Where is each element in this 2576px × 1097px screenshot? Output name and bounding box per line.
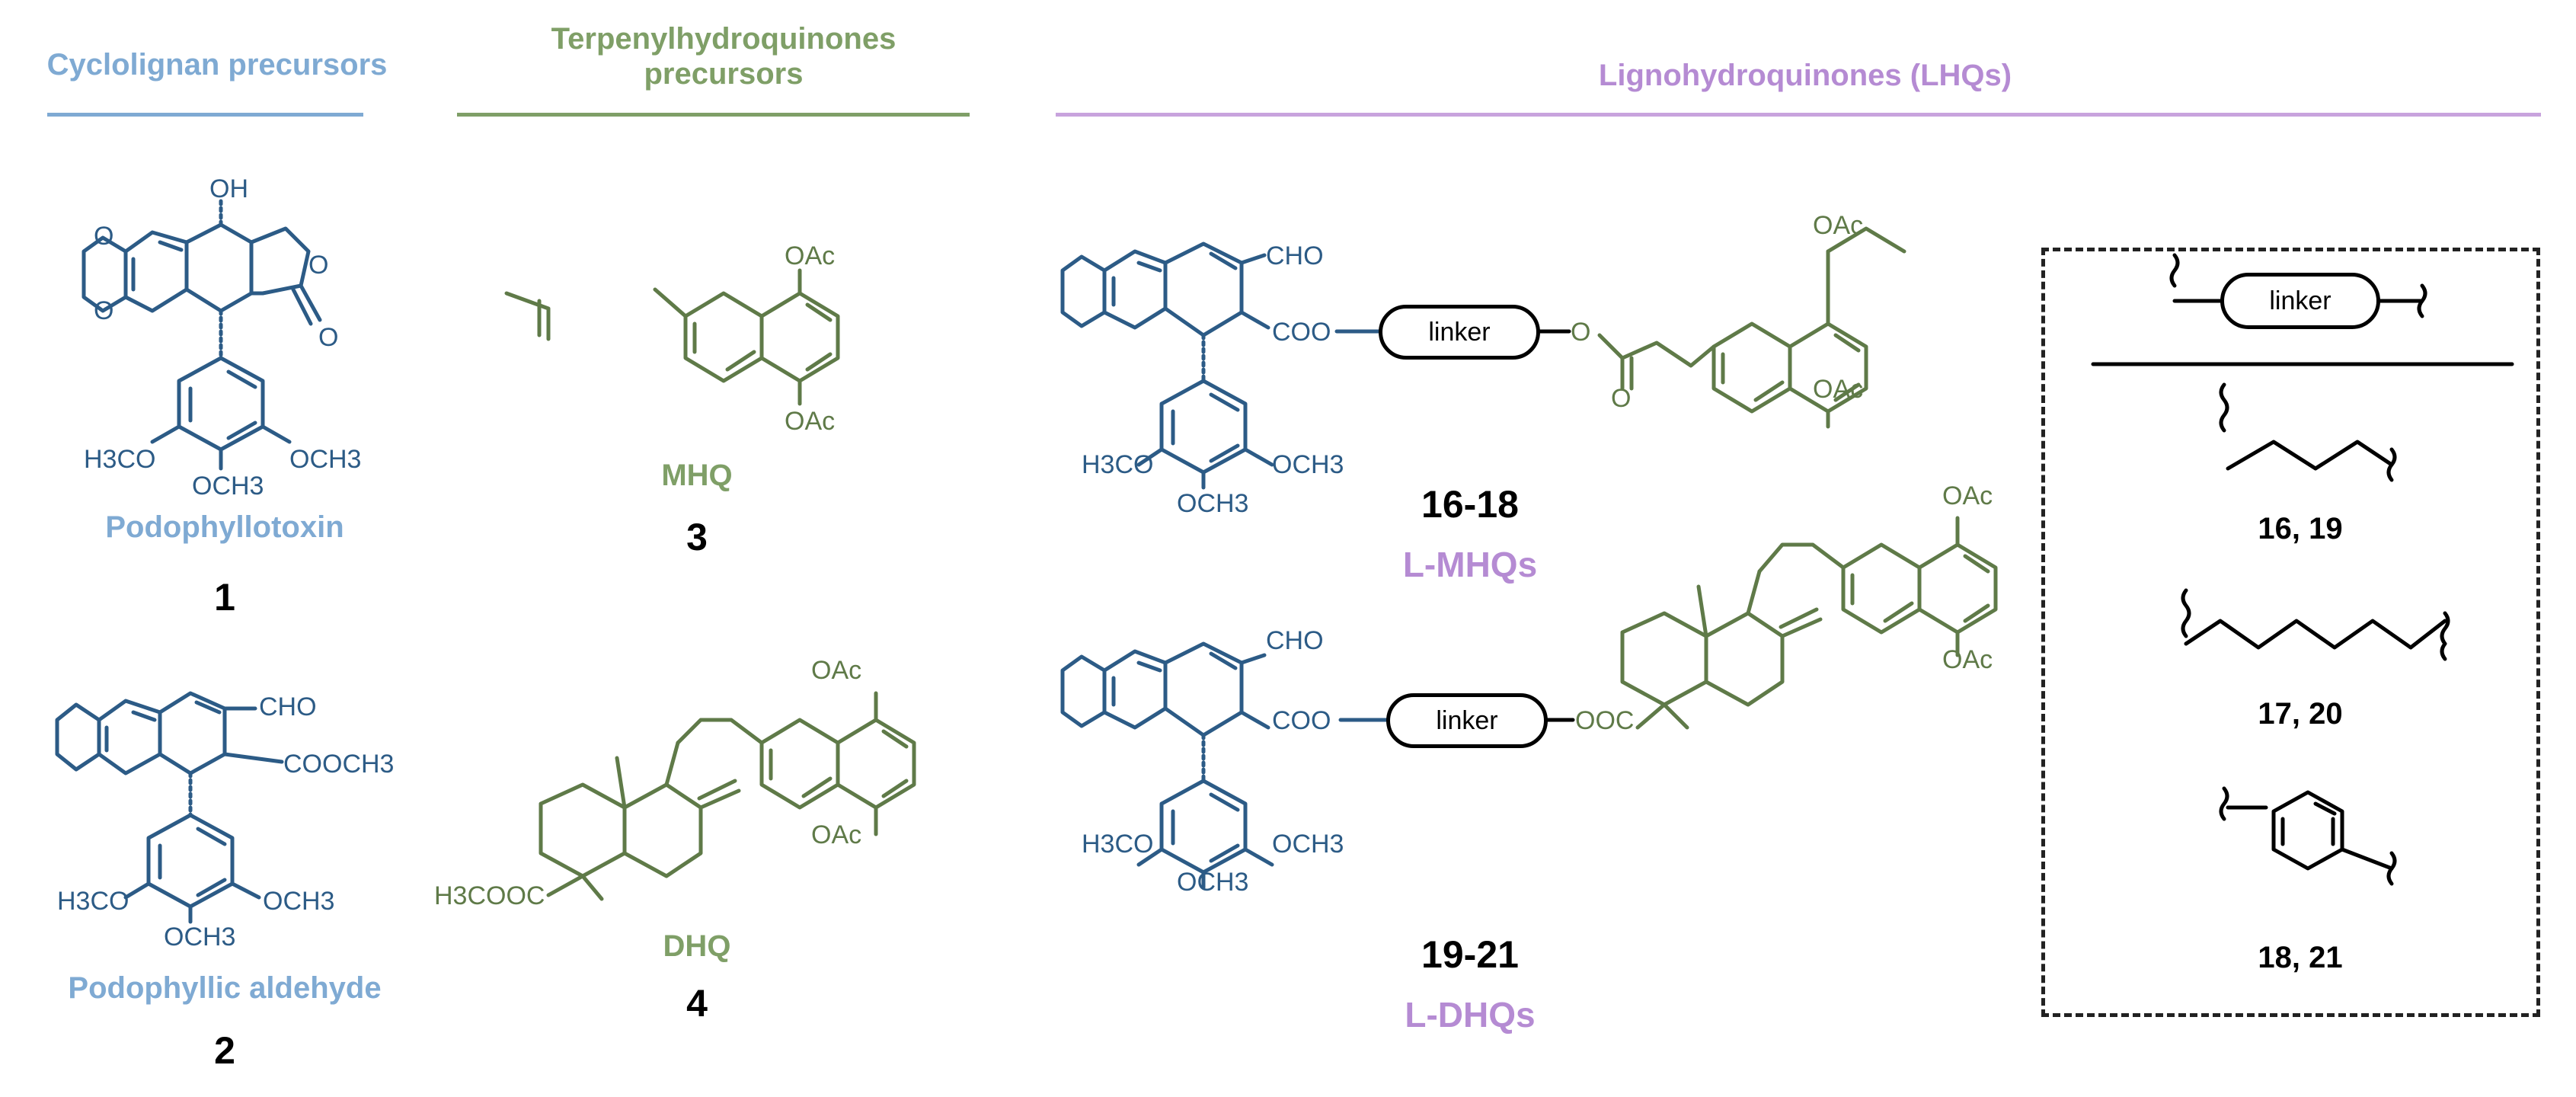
lmhq-oac-top-label: OAc <box>1813 211 1864 240</box>
c4-name: DHQ <box>663 929 731 963</box>
linker-legend-drawing <box>2091 253 2514 886</box>
header-terpenyl-line2: precursors <box>644 57 804 91</box>
lmhq-number: 16-18 <box>1421 483 1519 526</box>
lmhq-structure <box>1060 226 1906 490</box>
c1-oh-label: OH <box>209 174 248 203</box>
mhq-structure <box>504 268 840 406</box>
c3-oac-top-label: OAc <box>785 241 836 270</box>
ldhq-linker-pill: linker <box>1386 693 1548 748</box>
lmhq-oac-bottom-label: OAc <box>1813 375 1864 404</box>
header-terpenyl: Terpenylhydroquinones precursors <box>457 21 990 91</box>
lmhq-och3-right-label: OCH3 <box>1272 450 1344 479</box>
c2-h3co-label: H3CO <box>57 887 129 916</box>
lmhq-ester-o-label: O <box>1571 318 1591 347</box>
c3-number: 3 <box>686 516 708 558</box>
linker-legend-box <box>2041 248 2540 1017</box>
lmhq-h3co-label: H3CO <box>1082 450 1154 479</box>
c1-h3co-label: H3CO <box>84 445 156 474</box>
c1-o3-label: O <box>308 251 329 280</box>
c1-o4-label: O <box>318 323 339 352</box>
legend-entry-1: 16, 19 <box>2258 512 2343 545</box>
c1-o2-label: O <box>94 296 114 325</box>
c1-o1-label: O <box>94 222 114 251</box>
c3-oac-bottom-label: OAc <box>785 407 836 436</box>
c3-name: MHQ <box>661 459 733 492</box>
ldhq-coo-label: COO <box>1272 706 1331 735</box>
c2-cho-label: CHO <box>259 692 317 721</box>
header-terpenyl-line1: Terpenylhydroquinones <box>551 22 896 56</box>
ldhq-name: L-DHQs <box>1405 995 1536 1035</box>
lmhq-cho-label: CHO <box>1266 241 1324 270</box>
ldhq-structure <box>1060 516 1998 890</box>
lmhq-name: L-MHQs <box>1402 545 1538 584</box>
c2-number: 2 <box>214 1029 235 1072</box>
rule-lhq <box>1056 113 2541 117</box>
lmhq-och3-bottom-label: OCH3 <box>1177 489 1249 518</box>
c4-number: 4 <box>686 982 708 1025</box>
c1-och3-right-label: OCH3 <box>289 445 362 474</box>
c4-oac-bottom-label: OAc <box>811 820 862 849</box>
dhq-structure <box>539 691 916 901</box>
ldhq-number: 19-21 <box>1421 933 1519 976</box>
legend-linker-pill: linker <box>2220 273 2380 329</box>
ldhq-oac-top-label: OAc <box>1942 481 1993 510</box>
legend-entry-2: 17, 20 <box>2258 697 2343 731</box>
podophyllotoxin-structure <box>81 197 322 471</box>
ldhq-cho-label: CHO <box>1266 626 1324 655</box>
lmhq-carbonyl-o-label: O <box>1611 384 1632 413</box>
c1-och3-bottom-label: OCH3 <box>192 472 264 501</box>
podophyllic-aldehyde-structure <box>55 691 284 924</box>
ldhq-h3co-label: H3CO <box>1082 830 1154 859</box>
ldhq-och3-bottom-label: OCH3 <box>1177 868 1249 897</box>
rule-cyclolignan <box>47 113 363 117</box>
c1-number: 1 <box>214 576 235 619</box>
lmhq-linker-pill: linker <box>1379 305 1540 360</box>
header-lhq: Lignohydroquinones (LHQs) <box>1598 59 2012 92</box>
c2-cooch3-label: COOCH3 <box>283 750 395 779</box>
ldhq-ooc-label: OOC <box>1575 706 1635 735</box>
lmhq-coo-label: COO <box>1272 318 1331 347</box>
c4-h3cooc-label: H3COOC <box>434 881 545 910</box>
ldhq-oac-bottom-label: OAc <box>1942 645 1993 674</box>
c1-name: Podophyllotoxin <box>105 510 344 544</box>
legend-entry-3: 18, 21 <box>2258 941 2343 974</box>
c2-och3-bottom-label: OCH3 <box>164 923 236 951</box>
c2-name: Podophyllic aldehyde <box>68 971 382 1005</box>
rule-terpenyl <box>457 113 970 117</box>
ldhq-och3-right-label: OCH3 <box>1272 830 1344 859</box>
c4-oac-top-label: OAc <box>811 656 862 685</box>
c2-och3-right-label: OCH3 <box>263 887 335 916</box>
header-cyclolignan: Cyclolignan precursors <box>46 48 388 82</box>
